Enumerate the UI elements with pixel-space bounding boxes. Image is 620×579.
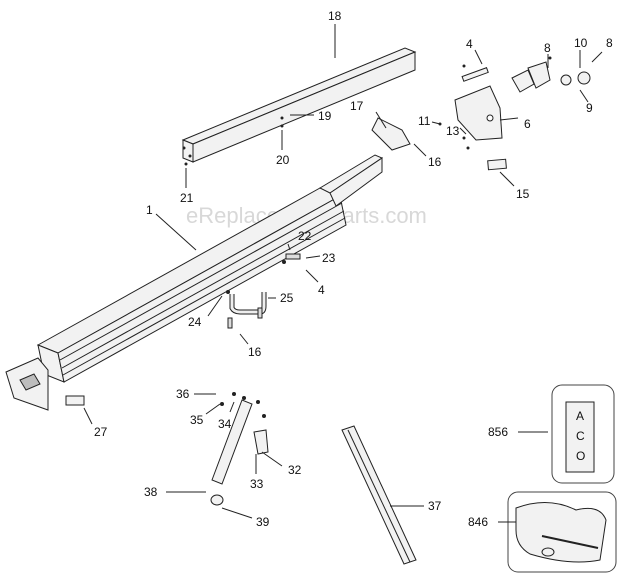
callout-20: 20 [276, 153, 290, 167]
callout-23: 23 [322, 251, 336, 265]
main-rail [36, 154, 384, 383]
callout-37: 37 [428, 499, 442, 513]
callout-18: 18 [328, 9, 342, 23]
callout-38: 38 [144, 485, 158, 499]
callout-9: 9 [586, 101, 593, 115]
leg-33 [210, 399, 253, 506]
callout-8-right: 8 [606, 36, 613, 50]
inset-letter-o: O [576, 449, 585, 463]
callout-labels: 18 4 8 10 8 17 19 11 13 6 9 20 16 21 15 … [94, 9, 613, 529]
hardware-dots [182, 56, 552, 418]
callout-35: 35 [190, 413, 204, 427]
callout-22: 22 [298, 229, 312, 243]
latch-parts [511, 61, 591, 93]
latch-32 [253, 429, 269, 455]
pin-4 [461, 67, 489, 82]
callout-39: 39 [256, 515, 270, 529]
callout-4-mid: 4 [318, 283, 325, 297]
leader-lines [83, 24, 603, 523]
callout-10: 10 [574, 36, 588, 50]
callout-856: 856 [488, 425, 508, 439]
handle-25 [229, 292, 267, 315]
callout-6: 6 [524, 117, 531, 131]
leg-37 [341, 425, 417, 565]
callout-1: 1 [146, 203, 153, 217]
callout-15: 15 [516, 187, 530, 201]
inset-letter-a: A [576, 409, 584, 423]
callout-13: 13 [446, 124, 460, 138]
callout-21: 21 [180, 191, 194, 205]
callout-33: 33 [250, 477, 264, 491]
callout-17: 17 [350, 99, 364, 113]
label-plate [65, 395, 85, 406]
callout-4-top: 4 [466, 37, 473, 51]
label-15 [487, 158, 507, 171]
callout-34: 34 [218, 417, 232, 431]
callout-36: 36 [176, 387, 190, 401]
inset-856: A C O [551, 384, 615, 484]
callout-846: 846 [468, 515, 488, 529]
callout-27: 27 [94, 425, 108, 439]
callout-8-left: 8 [544, 41, 551, 55]
callout-24: 24 [188, 315, 202, 329]
end-cap [5, 357, 49, 411]
callout-16-mid: 16 [248, 345, 262, 359]
upper-rail [181, 47, 417, 163]
inset-846 [507, 491, 617, 573]
callout-11: 11 [418, 114, 431, 128]
callout-19: 19 [318, 109, 332, 123]
callout-32: 32 [288, 463, 302, 477]
inset-letter-c: C [576, 429, 585, 443]
callout-25: 25 [280, 291, 294, 305]
callout-16-top: 16 [428, 155, 442, 169]
bracket-6 [454, 85, 503, 141]
clip-17 [371, 117, 411, 151]
